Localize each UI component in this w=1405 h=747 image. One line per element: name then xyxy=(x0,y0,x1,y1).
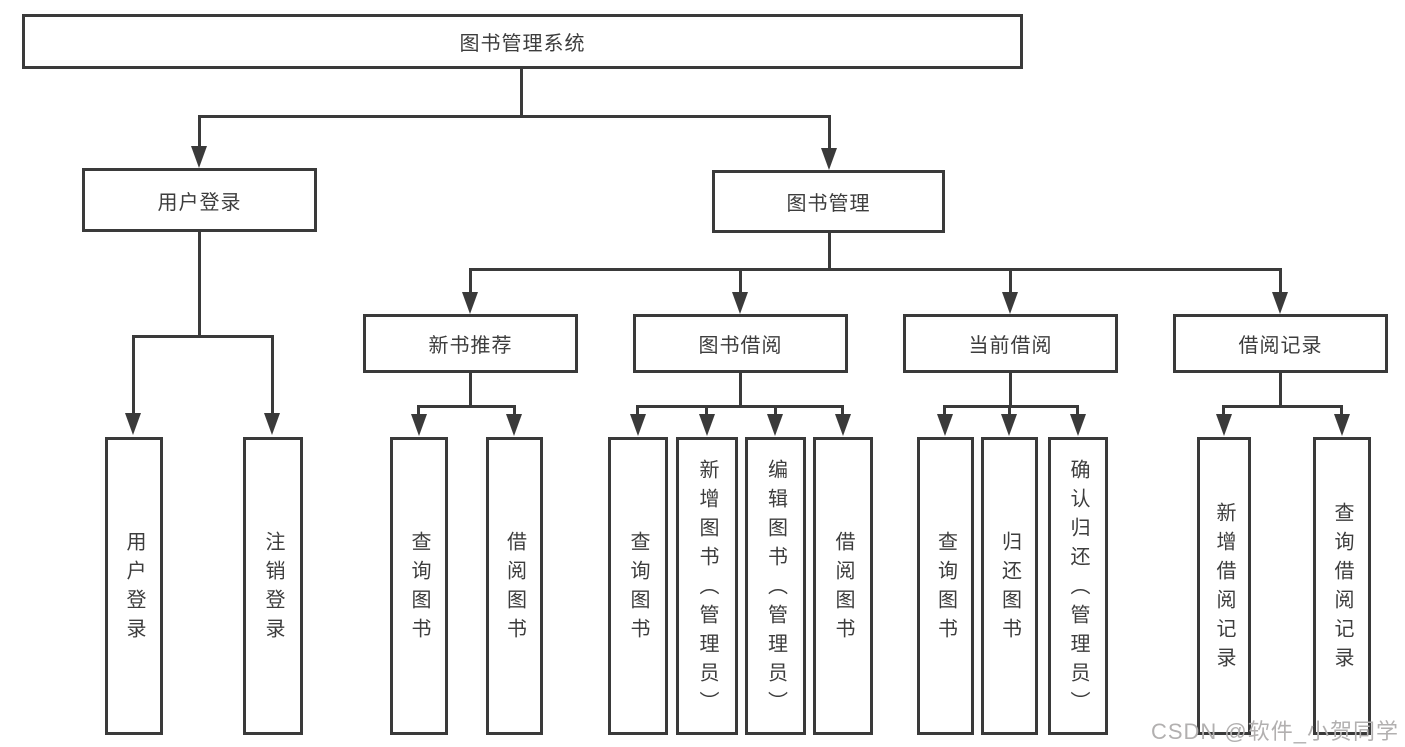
connector-line xyxy=(271,335,274,415)
arrow-down-icon xyxy=(1070,414,1086,436)
connector-line xyxy=(132,335,274,338)
connector-line xyxy=(469,268,1282,271)
node-root-system: 图书管理系统 xyxy=(22,14,1023,69)
node-current-borrow: 当前借阅 xyxy=(903,314,1118,373)
connector-line xyxy=(943,405,946,416)
leaf-return-books: 归还图书 xyxy=(981,437,1038,735)
node-label: 当前借阅 xyxy=(968,335,1053,357)
connector-line xyxy=(1222,405,1225,416)
node-label: 借阅记录 xyxy=(1238,335,1323,357)
arrow-down-icon xyxy=(462,292,478,314)
connector-line xyxy=(739,373,742,407)
connector-line xyxy=(1279,268,1282,294)
leaf-query-books-rec: 查询图书 xyxy=(390,437,448,735)
connector-line xyxy=(841,405,844,416)
arrow-down-icon xyxy=(699,414,715,436)
node-borrow-record: 借阅记录 xyxy=(1173,314,1388,373)
connector-line xyxy=(1340,405,1343,416)
leaf-add-book-admin: 新增图书（管理员） xyxy=(676,437,738,735)
connector-line xyxy=(198,115,201,148)
connector-line xyxy=(198,232,201,338)
connector-line xyxy=(1009,373,1012,407)
leaf-query-books-borrow: 查询图书 xyxy=(608,437,668,735)
node-book-borrow: 图书借阅 xyxy=(633,314,848,373)
arrow-down-icon xyxy=(1334,414,1350,436)
connector-line xyxy=(417,405,516,408)
arrow-down-icon xyxy=(937,414,953,436)
arrow-down-icon xyxy=(1002,292,1018,314)
leaf-edit-book-admin: 编辑图书（管理员） xyxy=(745,437,806,735)
connector-line xyxy=(520,67,523,117)
arrow-down-icon xyxy=(821,148,837,170)
connector-line xyxy=(417,405,420,416)
connector-line xyxy=(774,405,777,416)
leaf-add-borrow-record: 新增借阅记录 xyxy=(1197,437,1251,735)
node-label: 新书推荐 xyxy=(428,335,513,357)
leaf-user-login: 用户登录 xyxy=(105,437,163,735)
connector-line xyxy=(198,115,831,118)
arrow-down-icon xyxy=(1001,414,1017,436)
connector-line xyxy=(705,405,708,416)
connector-line xyxy=(636,405,844,408)
leaf-borrow-books-rec: 借阅图书 xyxy=(486,437,543,735)
connector-line xyxy=(1222,405,1343,408)
arrow-down-icon xyxy=(1272,292,1288,314)
connector-line xyxy=(828,233,831,271)
arrow-down-icon xyxy=(630,414,646,436)
leaf-query-books-current: 查询图书 xyxy=(917,437,974,735)
leaf-logout: 注销登录 xyxy=(243,437,303,735)
node-label: 图书管理 xyxy=(786,193,871,215)
connector-line xyxy=(469,268,472,294)
connector-line xyxy=(1279,373,1282,407)
connector-line xyxy=(739,268,742,294)
node-label: 图书借阅 xyxy=(698,335,783,357)
arrow-down-icon xyxy=(125,413,141,435)
connector-line xyxy=(132,335,135,415)
connector-line xyxy=(1076,405,1079,416)
arrow-down-icon xyxy=(191,146,207,168)
leaf-query-borrow-record: 查询借阅记录 xyxy=(1313,437,1371,735)
connector-line xyxy=(1008,405,1011,416)
node-label: 用户登录 xyxy=(157,191,242,214)
arrow-down-icon xyxy=(264,413,280,435)
arrow-down-icon xyxy=(1216,414,1232,436)
node-user-login: 用户登录 xyxy=(82,168,317,232)
connector-line xyxy=(513,405,516,416)
arrow-down-icon xyxy=(835,414,851,436)
connector-line xyxy=(636,405,639,416)
csdn-watermark: CSDN @软件_小贺同学 xyxy=(1150,719,1399,744)
connector-line xyxy=(828,115,831,150)
arrow-down-icon xyxy=(506,414,522,436)
node-new-book-recommend: 新书推荐 xyxy=(363,314,578,373)
leaf-confirm-return-admin: 确认归还（管理员） xyxy=(1048,437,1108,735)
arrow-down-icon xyxy=(411,414,427,436)
connector-line xyxy=(469,373,472,407)
arrow-down-icon xyxy=(732,292,748,314)
leaf-borrow-books: 借阅图书 xyxy=(813,437,873,735)
connector-line xyxy=(1009,268,1012,294)
arrow-down-icon xyxy=(767,414,783,436)
node-book-management: 图书管理 xyxy=(712,170,945,233)
node-label: 图书管理系统 xyxy=(459,33,586,55)
